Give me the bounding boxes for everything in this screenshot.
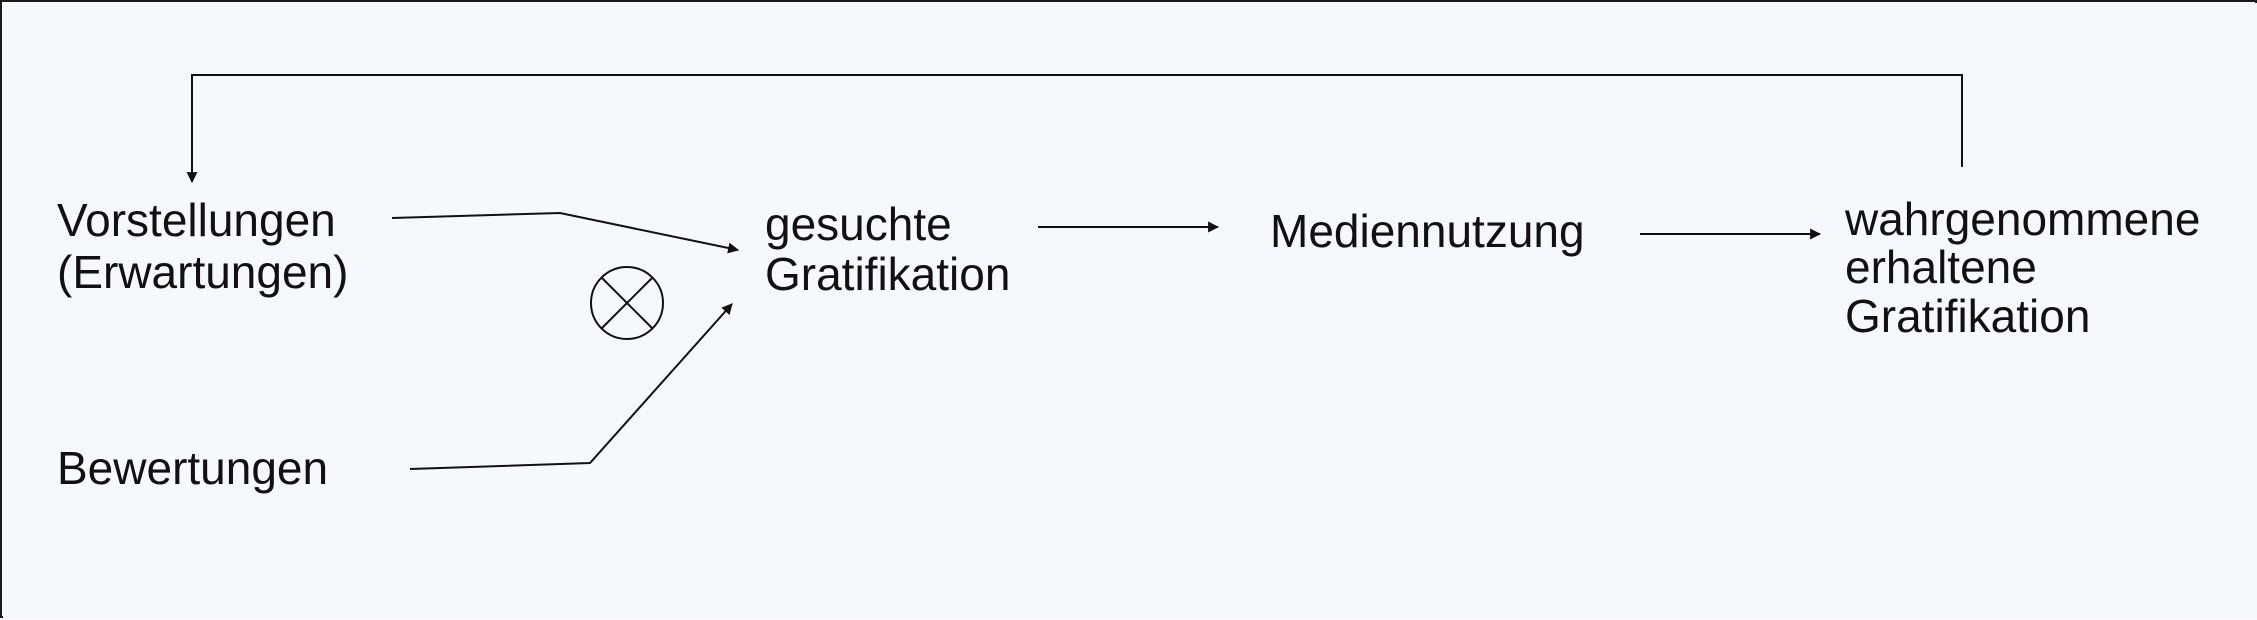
- node-gesuchte-line1: gesuchte: [765, 198, 952, 250]
- node-wahrgenommene-line3: Gratifikation: [1845, 290, 2090, 342]
- node-vorstellungen-line1: Vorstellungen: [57, 194, 336, 246]
- node-gesuchte-line2: Gratifikation: [765, 248, 1010, 300]
- arrow-bewertungen-to-gesuchte: [409, 303, 733, 470]
- multiply-circle-icon: [590, 266, 664, 340]
- arrow-vorstellungen-to-gesuchte: [391, 211, 740, 254]
- node-wahrgenommene-line1: wahrgenommene: [1844, 193, 2200, 245]
- diagram-background: [3, 3, 2257, 619]
- node-wahrgenommene-line2: erhaltene: [1845, 241, 2037, 293]
- node-vorstellungen-line2: (Erwartungen): [57, 246, 348, 298]
- feedback-arrow-to-vorstellungen: [186, 74, 1963, 184]
- node-mediennutzung: Mediennutzung: [1270, 205, 1585, 257]
- node-bewertungen: Bewertungen: [57, 442, 328, 494]
